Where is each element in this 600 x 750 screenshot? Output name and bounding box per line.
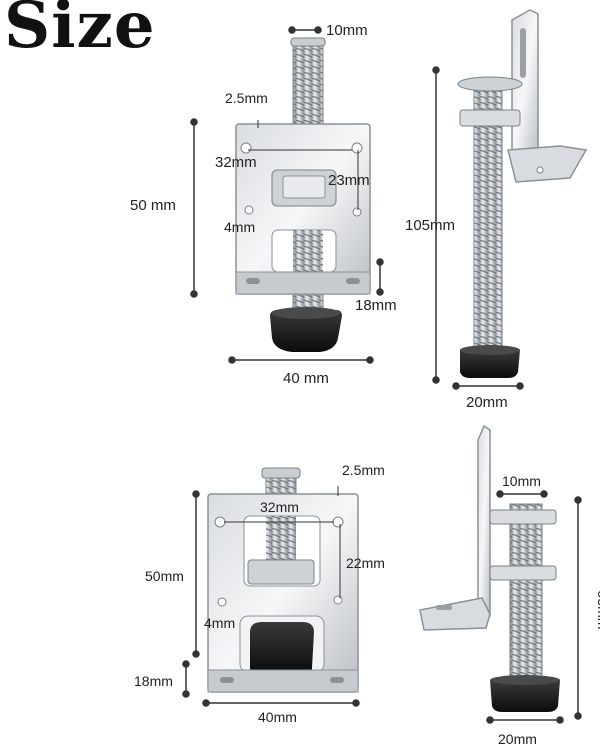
- bottom-left-height-label: 50mm: [145, 568, 184, 584]
- page-title: Size: [4, 0, 156, 63]
- top-right-total-height-label: 105mm: [405, 217, 455, 234]
- top-left-slot-height-label: 23mm: [328, 172, 370, 189]
- top-right-dimensions: [432, 66, 524, 390]
- top-right-side-view: [457, 9, 588, 378]
- bottom-left-width-label: 40mm: [258, 709, 297, 725]
- bottom-right-foot-width-label: 20mm: [498, 731, 537, 747]
- top-right-foot-width-label: 20mm: [466, 394, 508, 411]
- top-left-hole-dia-label: 4mm: [224, 219, 255, 235]
- bottom-right-dimensions: [486, 490, 582, 724]
- bottom-right-height-label: 55mm: [595, 591, 600, 630]
- top-left-foot-gap-label: 18mm: [355, 297, 397, 314]
- bottom-right-thread-width-label: 10mm: [502, 473, 541, 489]
- bottom-left-plate-thickness-label: 2.5mm: [342, 462, 385, 478]
- mount-hole: [240, 142, 252, 154]
- bottom-left-hole-dia-label: 4mm: [204, 615, 235, 631]
- top-left-width-label: 40 mm: [283, 370, 329, 387]
- bottom-left-front-view: [207, 467, 359, 693]
- top-left-front-view: [235, 37, 371, 352]
- bottom-left-foot-gap-label: 18mm: [134, 673, 173, 689]
- bottom-left-dimensions: [182, 486, 360, 707]
- bottom-left-slot-height-label: 22mm: [346, 555, 385, 571]
- top-left-thread-width-label: 10mm: [326, 22, 368, 39]
- bottom-right-side-view: [419, 424, 560, 712]
- top-left-hole-span-label: 32mm: [215, 154, 257, 171]
- bottom-left-hole-span-label: 32mm: [260, 499, 299, 515]
- top-left-height-label: 50 mm: [130, 197, 176, 214]
- rubber-foot: [270, 310, 342, 352]
- rubber-foot-side: [460, 350, 520, 378]
- top-left-plate-thickness-label: 2.5mm: [225, 90, 268, 106]
- top-left-dimensions: [190, 26, 384, 364]
